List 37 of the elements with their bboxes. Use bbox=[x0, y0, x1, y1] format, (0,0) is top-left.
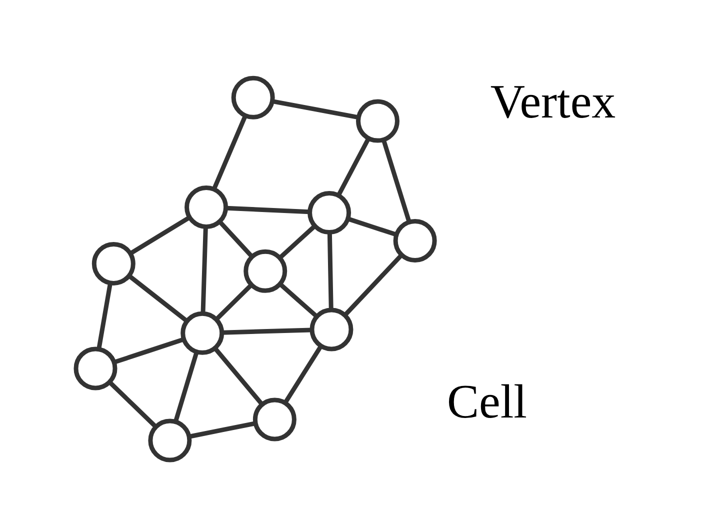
connector bbox=[326, 232, 333, 309]
connector bbox=[336, 137, 370, 196]
connector bbox=[272, 98, 358, 120]
connector bbox=[278, 282, 318, 318]
connector bbox=[214, 347, 264, 406]
node-circle bbox=[184, 184, 228, 228]
node-circle bbox=[356, 98, 399, 142]
node-circle bbox=[73, 346, 117, 390]
node-circle bbox=[307, 190, 351, 234]
node-circle bbox=[243, 248, 287, 292]
connector bbox=[226, 205, 309, 214]
connector bbox=[108, 380, 157, 428]
connector bbox=[128, 215, 190, 255]
node-circle bbox=[91, 241, 135, 285]
connector bbox=[112, 337, 183, 364]
node-circle bbox=[180, 310, 224, 354]
node-circle bbox=[252, 397, 296, 441]
connector bbox=[214, 283, 252, 320]
label: Vertex bbox=[490, 74, 616, 128]
node-circle bbox=[392, 218, 436, 262]
label: Cell bbox=[446, 374, 526, 428]
node-circle bbox=[148, 418, 192, 462]
connector bbox=[347, 216, 396, 236]
connector bbox=[283, 344, 322, 402]
connector bbox=[172, 352, 198, 422]
connector bbox=[190, 420, 256, 438]
connector bbox=[127, 274, 187, 322]
node-circle bbox=[230, 75, 274, 119]
connector bbox=[380, 138, 411, 222]
connector bbox=[218, 220, 253, 258]
connector bbox=[342, 253, 402, 316]
connector bbox=[212, 114, 247, 188]
node-circle bbox=[309, 307, 353, 351]
connector bbox=[96, 283, 112, 348]
connector bbox=[221, 327, 311, 334]
connector bbox=[200, 226, 208, 313]
connector bbox=[278, 224, 316, 259]
